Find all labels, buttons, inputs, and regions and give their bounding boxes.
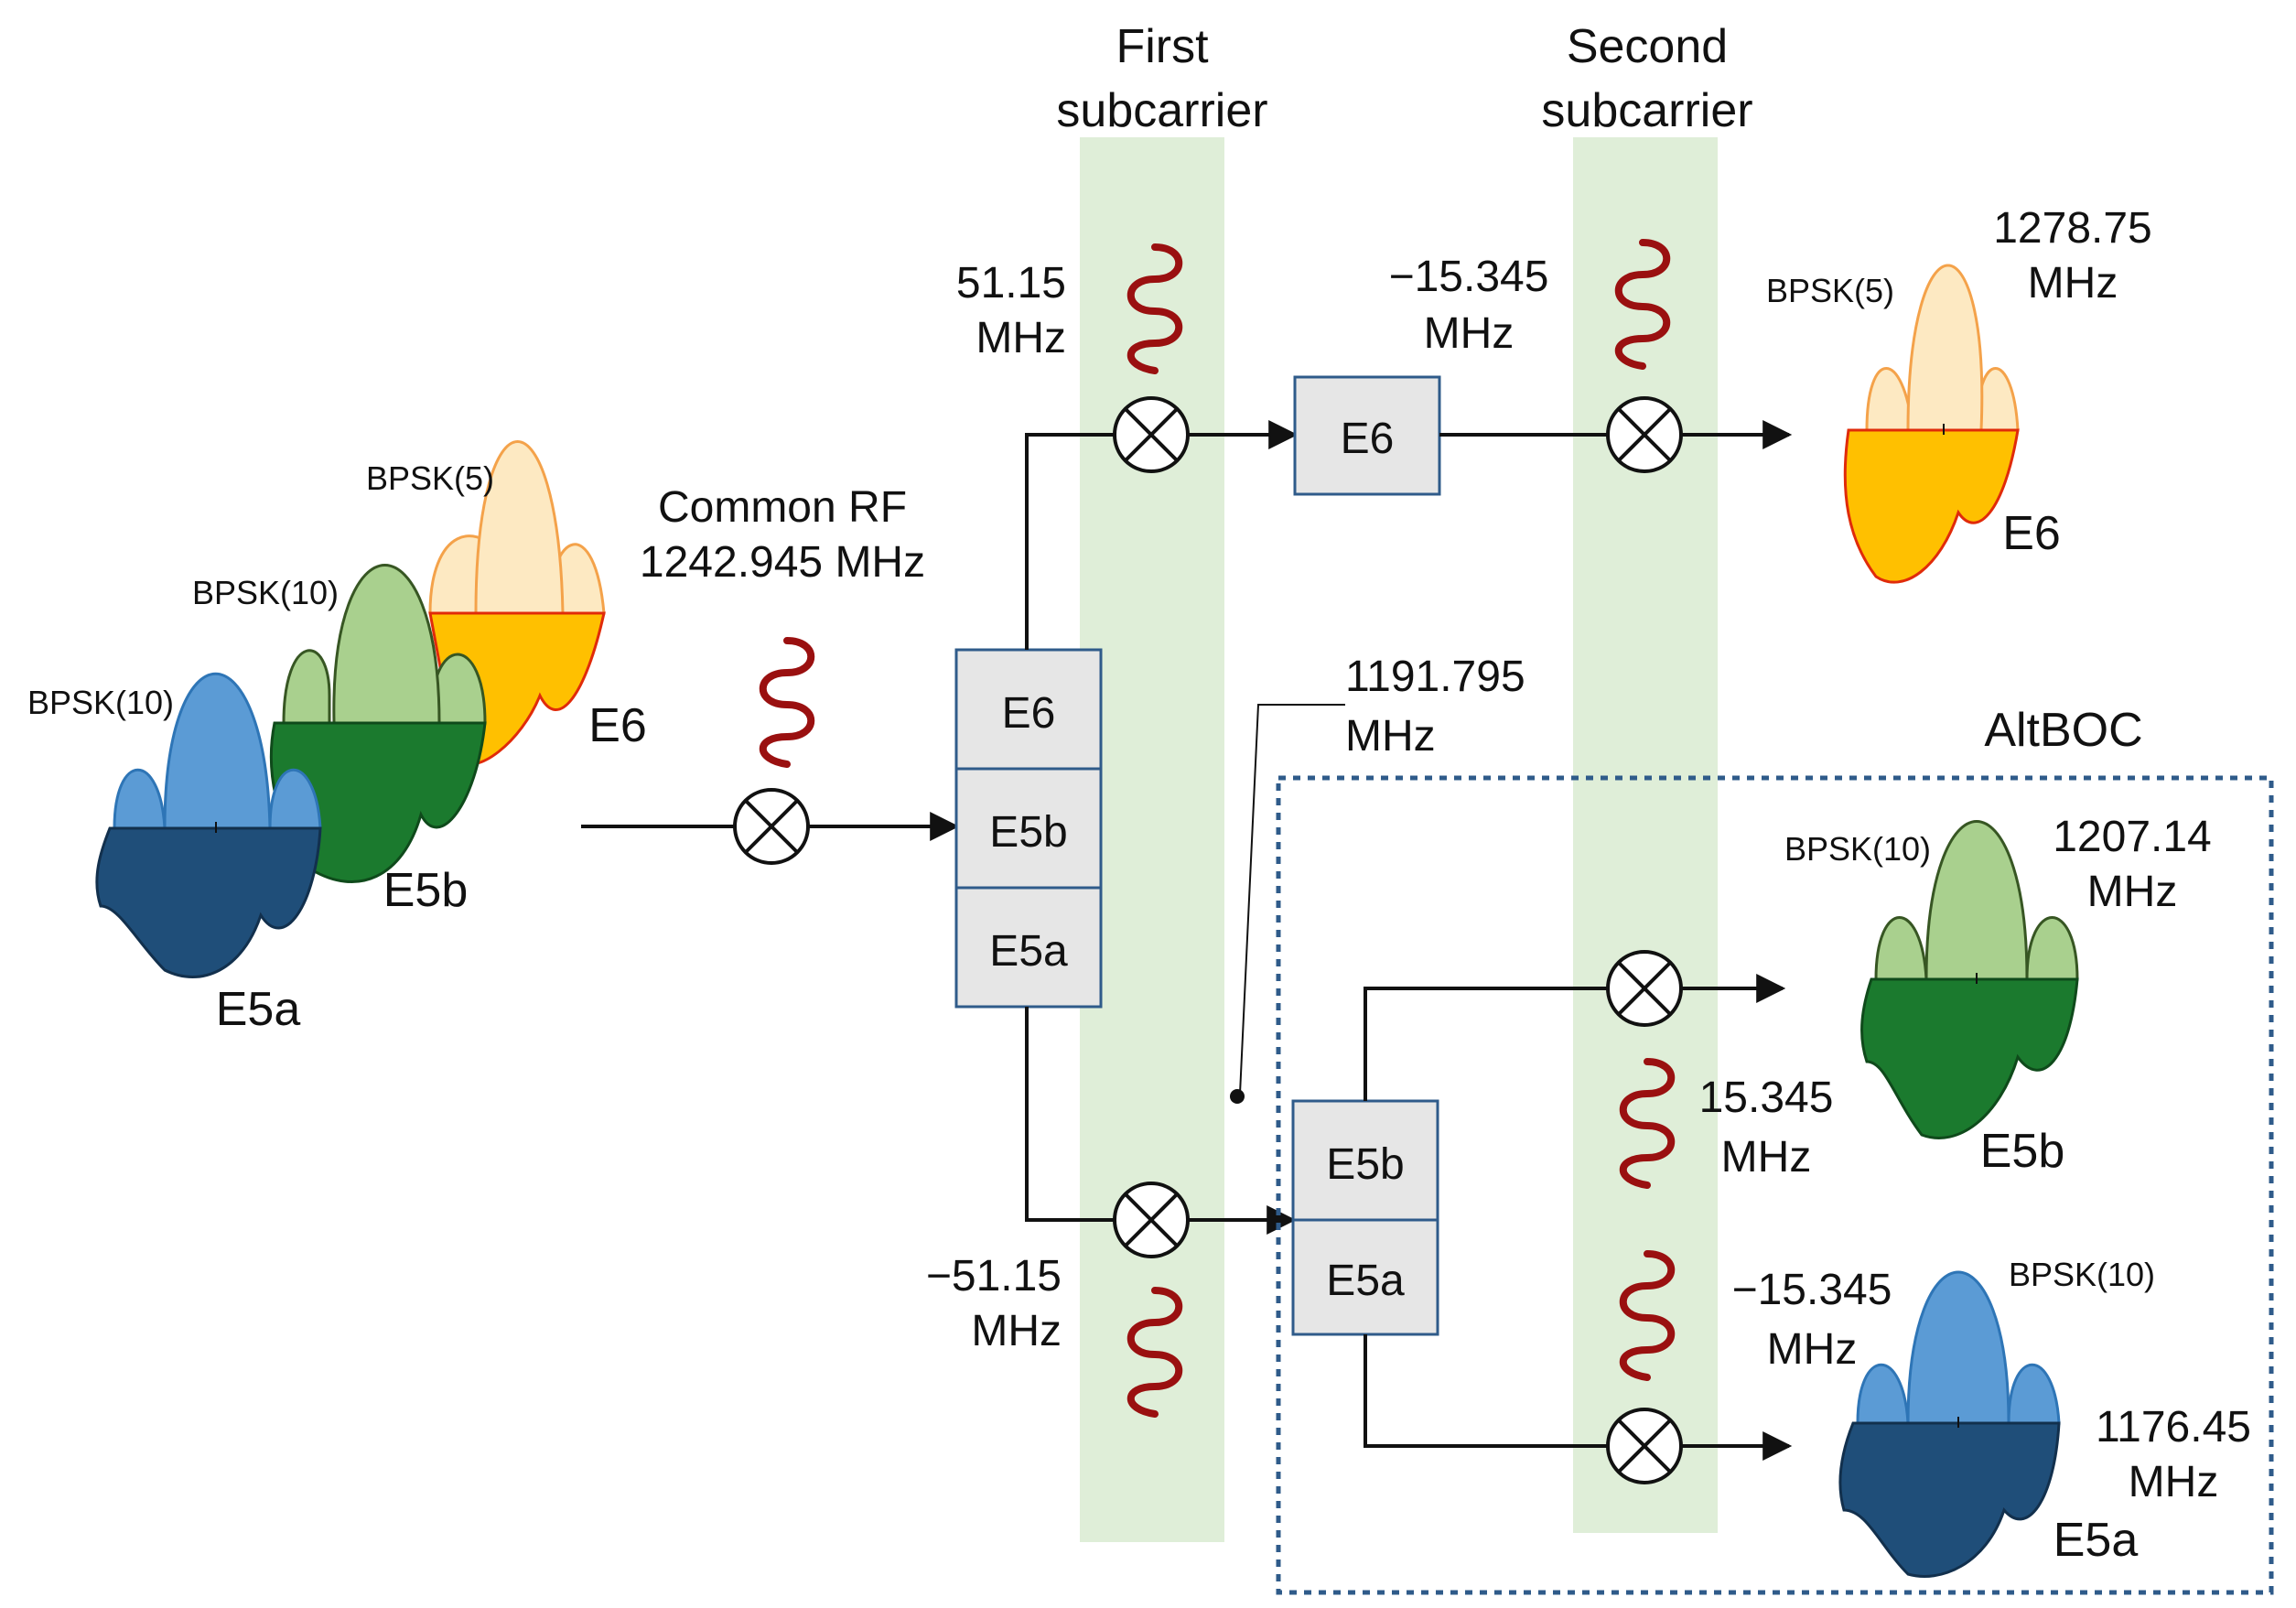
second-subcarrier-title-2: subcarrier	[1541, 84, 1752, 137]
second-subcarrier-title: Second	[1567, 20, 1728, 73]
main-filter-e6: E6	[1002, 689, 1056, 738]
main-filter-bank	[954, 648, 1103, 1009]
upper-first-freq-unit: MHz	[976, 314, 1066, 362]
input-spectrum-e5a	[95, 672, 322, 978]
altboc-region	[1276, 775, 2274, 1595]
input-e6-modulation: BPSK(5)	[366, 459, 494, 497]
common-rf-mixer-icon	[733, 788, 810, 865]
second-subcarrier-band	[1573, 137, 1718, 1533]
altboc-label: AltBOC	[1984, 704, 2142, 757]
output-e6-modulation: BPSK(5)	[1766, 272, 1894, 309]
first-subcarrier-title: First	[1116, 20, 1209, 73]
output-e6-freq-unit: MHz	[2028, 259, 2118, 308]
e6-second-mixer-icon	[1606, 396, 1683, 473]
input-e6-label: E6	[588, 699, 647, 752]
output-e5b-modulation: BPSK(10)	[1784, 830, 1931, 868]
input-e5a-modulation: BPSK(10)	[27, 684, 174, 721]
intermediate-freq-value: 1191.795	[1345, 653, 1525, 701]
e5b-second-mixer-icon	[1606, 950, 1683, 1027]
output-e6-freq-value: 1278.75	[1993, 204, 2152, 253]
intermediate-callout-line	[1239, 704, 1345, 1095]
e5a-second-freq-unit: MHz	[1767, 1325, 1858, 1374]
e5b-second-freq-unit: MHz	[1721, 1133, 1812, 1182]
output-e5b-freq-value: 1207.14	[2053, 813, 2212, 861]
output-spectrum-e6	[1843, 264, 2020, 584]
e5-filter-e5a: E5a	[1326, 1257, 1405, 1305]
output-e5a-freq-unit: MHz	[2129, 1458, 2219, 1506]
output-spectrum-e5a	[1838, 1270, 2061, 1578]
output-e5b-freq-unit: MHz	[2087, 868, 2178, 916]
lower-first-freq-unit: MHz	[971, 1307, 1062, 1355]
e5a-second-freq-value: −15.345	[1732, 1266, 1892, 1314]
intermediate-freq-unit: MHz	[1345, 712, 1436, 761]
e6-second-freq-unit: MHz	[1424, 309, 1514, 358]
intermediate-callout-dot	[1230, 1089, 1245, 1104]
main-filter-e5b: E5b	[989, 808, 1067, 857]
input-e5b-label: E5b	[383, 864, 469, 917]
e5-filter-e5b: E5b	[1326, 1140, 1404, 1189]
lower-first-freq-value: −51.15	[926, 1252, 1062, 1300]
lower-first-mixer-icon	[1113, 1182, 1190, 1258]
input-e5a-label: E5a	[216, 983, 301, 1036]
common-rf-oscillator-icon	[763, 641, 812, 764]
e6-second-freq-value: −15.345	[1389, 253, 1549, 301]
e6-filter	[1293, 375, 1441, 496]
upper-first-mixer-icon	[1113, 396, 1190, 473]
input-e5b-modulation: BPSK(10)	[192, 574, 339, 611]
lower-branch-wire	[1025, 1007, 1297, 1235]
main-filter-e5a: E5a	[989, 927, 1068, 976]
input-spectrum-e5b	[269, 564, 487, 883]
e5b-second-freq-value: 15.345	[1699, 1074, 1834, 1122]
output-e5a-modulation: BPSK(10)	[2009, 1256, 2155, 1293]
output-e5a-freq-value: 1176.45	[2096, 1403, 2251, 1452]
common-rf-frequency: 1242.945 MHz	[640, 538, 925, 587]
first-subcarrier-title-2: subcarrier	[1056, 84, 1267, 137]
upper-branch-wire	[1025, 420, 1299, 650]
output-e5b-label: E5b	[1980, 1125, 2065, 1178]
e5-filter-bank	[1291, 1099, 1439, 1336]
output-spectrum-e5b	[1860, 820, 2079, 1139]
output-e6-label: E6	[2002, 507, 2061, 560]
e6-filter-label: E6	[1341, 415, 1395, 463]
common-rf-label: Common RF	[658, 483, 907, 532]
upper-first-freq-value: 51.15	[956, 259, 1066, 308]
output-e5a-label: E5a	[2053, 1514, 2139, 1567]
e5a-second-mixer-icon	[1606, 1408, 1683, 1484]
